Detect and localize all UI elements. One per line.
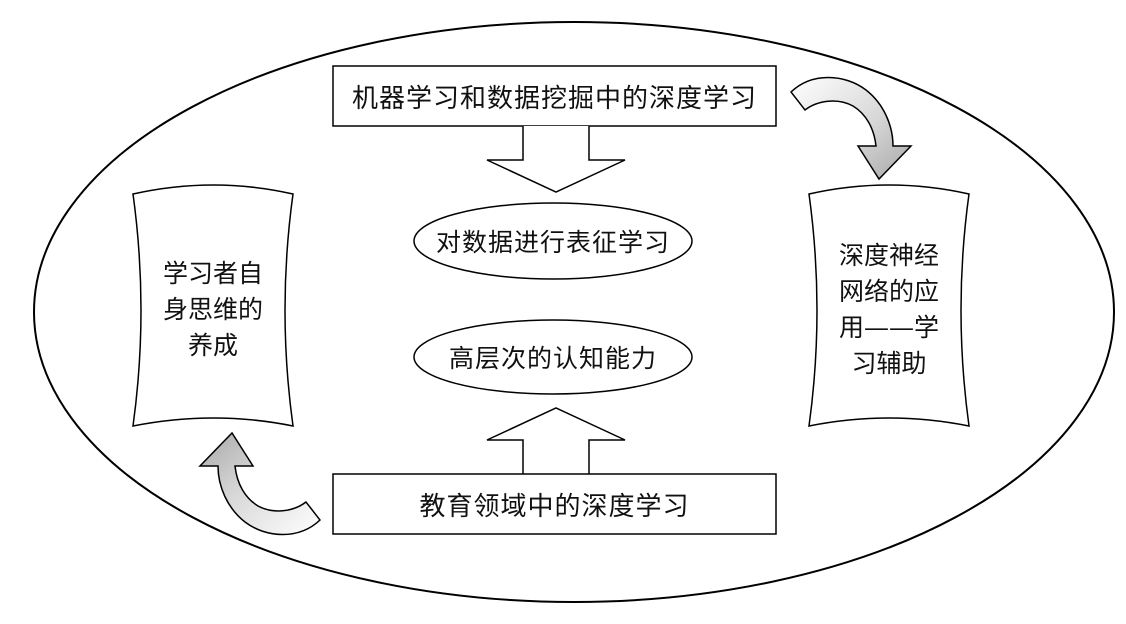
top-box-label: 机器学习和数据挖掘中的深度学习 [351,83,757,114]
right-banner-label: 深度神经 网络的应 用——学 习辅助 [819,236,959,384]
outer-ellipse [33,21,1115,603]
down-block-arrow [486,126,626,193]
left-banner [132,184,294,427]
right-banner-line-3: 用——学 [838,313,939,342]
center-upper-label: 对数据进行表征学习 [435,228,670,257]
left-banner-line-1: 学习者自 [162,259,263,288]
up-block-arrow [486,407,626,474]
right-banner-line-2: 网络的应 [838,277,939,306]
center-upper-ellipse [413,202,693,280]
bottom-box-label: 教育领域中的深度学习 [419,491,690,522]
right-banner [808,184,970,427]
left-banner-line-3: 养成 [187,331,238,360]
curved-arrow-bottom-left [198,431,322,536]
curved-arrow-top-right [789,76,913,181]
center-lower-ellipse [413,319,693,395]
left-banner-label: 学习者自 身思维的 养成 [143,240,283,380]
center-lower-label: 高层次的认知能力 [448,344,657,373]
bottom-box [332,473,777,535]
right-banner-line-4: 习辅助 [851,349,927,378]
left-banner-line-2: 身思维的 [162,295,263,324]
right-banner-line-1: 深度神经 [838,241,939,270]
